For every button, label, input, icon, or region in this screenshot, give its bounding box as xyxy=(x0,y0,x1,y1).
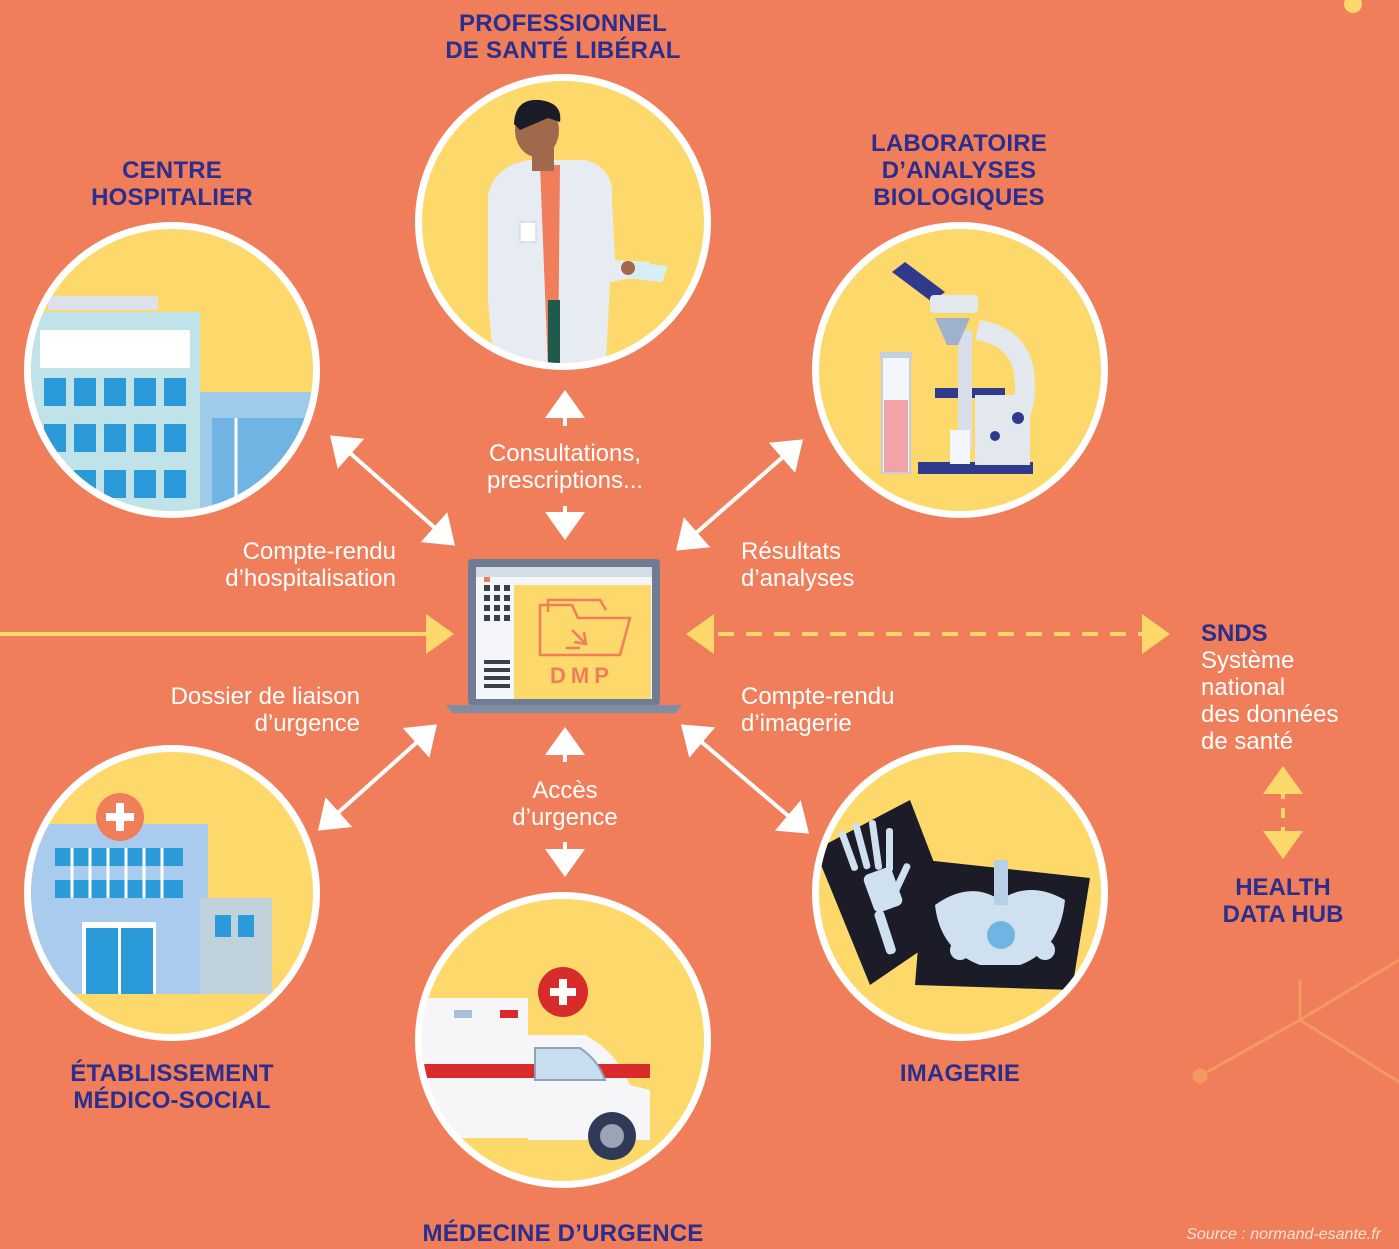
dmp-laptop-icon xyxy=(446,559,682,713)
label-consultations: Consultations, prescriptions... xyxy=(445,440,685,494)
dashed-arrows xyxy=(686,614,1303,859)
title-centre-hospitalier: CENTRE HOSPITALIER xyxy=(52,157,292,211)
title-line: BIOLOGIQUES xyxy=(873,184,1045,211)
title-line: MÉDECINE D’URGENCE xyxy=(422,1220,704,1247)
arrow-laboratoire xyxy=(675,439,804,551)
title-line: CENTRE xyxy=(122,157,222,184)
label-line: Compte-rendu xyxy=(242,538,396,565)
hdh-line: HEALTH xyxy=(1235,874,1331,901)
circle-imagerie xyxy=(812,745,1108,1041)
arrow-etablissement xyxy=(318,724,437,831)
ambulance-icon xyxy=(422,967,650,1160)
snds-block: SNDS Système national des données de san… xyxy=(1201,620,1338,755)
label-compte-rendu-imagerie: Compte-rendu d’imagerie xyxy=(741,683,961,737)
label-line: d’imagerie xyxy=(741,710,852,737)
label-resultats: Résultats d’analyses xyxy=(741,538,941,592)
label-line: Compte-rendu xyxy=(741,683,895,710)
label-line: d’hospitalisation xyxy=(225,565,396,592)
dmp-label: DMP xyxy=(550,663,614,688)
source-credit: Source : normand-esante.fr xyxy=(1186,1226,1381,1243)
circle-laboratoire xyxy=(812,222,1108,518)
health-data-hub-title: HEALTH DATA HUB xyxy=(1190,874,1376,928)
title-etablissement: ÉTABLISSEMENT MÉDICO-SOCIAL xyxy=(32,1060,312,1114)
snds-line: national xyxy=(1201,674,1286,701)
microscope-icon xyxy=(880,262,1035,474)
snds-line: Système xyxy=(1201,647,1295,674)
circle-centre-hospitalier xyxy=(24,222,320,518)
decorative-hexagon xyxy=(1192,958,1399,1084)
label-compte-rendu-hospitalisation: Compte-rendu d’hospitalisation xyxy=(136,538,396,592)
circle-medecine-urgence xyxy=(415,892,711,1188)
care-home-building-icon xyxy=(31,793,272,994)
snds-abbr: SNDS xyxy=(1201,620,1268,647)
label-line: d’urgence xyxy=(512,804,618,831)
snds-line: des données xyxy=(1201,701,1339,728)
arrow-hospitalier xyxy=(330,435,455,546)
title-line: D’ANALYSES xyxy=(881,157,1037,184)
label-line: prescriptions... xyxy=(486,467,644,494)
label-line: d’analyses xyxy=(741,565,855,592)
doctor-icon xyxy=(488,99,668,363)
title-line: ÉTABLISSEMENT xyxy=(70,1060,274,1087)
arrow-imagerie xyxy=(680,724,810,834)
title-medecine-urgence: MÉDECINE D’URGENCE xyxy=(373,1220,753,1247)
label-line: Dossier de liaison xyxy=(170,683,360,710)
snds-line: de santé xyxy=(1201,728,1294,755)
decorative-dot xyxy=(1344,0,1362,13)
arrows xyxy=(318,390,810,877)
title-line: IMAGERIE xyxy=(899,1060,1021,1087)
label-line: Accès xyxy=(532,777,598,804)
label-dossier-liaison: Dossier de liaison d’urgence xyxy=(100,683,360,737)
title-line: DE SANTÉ LIBÉRAL xyxy=(445,37,681,64)
xray-icon xyxy=(819,800,1090,990)
title-imagerie: IMAGERIE xyxy=(860,1060,1060,1087)
title-line: HOSPITALIER xyxy=(91,184,253,211)
label-line: Résultats xyxy=(741,538,842,565)
title-line: LABORATOIRE xyxy=(871,130,1047,157)
title-professionnel: PROFESSIONNEL DE SANTÉ LIBÉRAL xyxy=(413,10,713,64)
title-line: MÉDICO-SOCIAL xyxy=(73,1087,271,1114)
label-acces-urgence: Accès d’urgence xyxy=(465,777,665,831)
title-laboratoire: LABORATOIRE D’ANALYSES BIOLOGIQUES xyxy=(829,130,1089,211)
hdh-line: DATA HUB xyxy=(1222,901,1344,928)
circle-professionnel xyxy=(415,74,711,370)
circle-etablissement xyxy=(24,745,320,1041)
label-line: Consultations, xyxy=(488,440,642,467)
label-line: d’urgence xyxy=(254,710,360,737)
title-line: PROFESSIONNEL xyxy=(459,10,667,37)
